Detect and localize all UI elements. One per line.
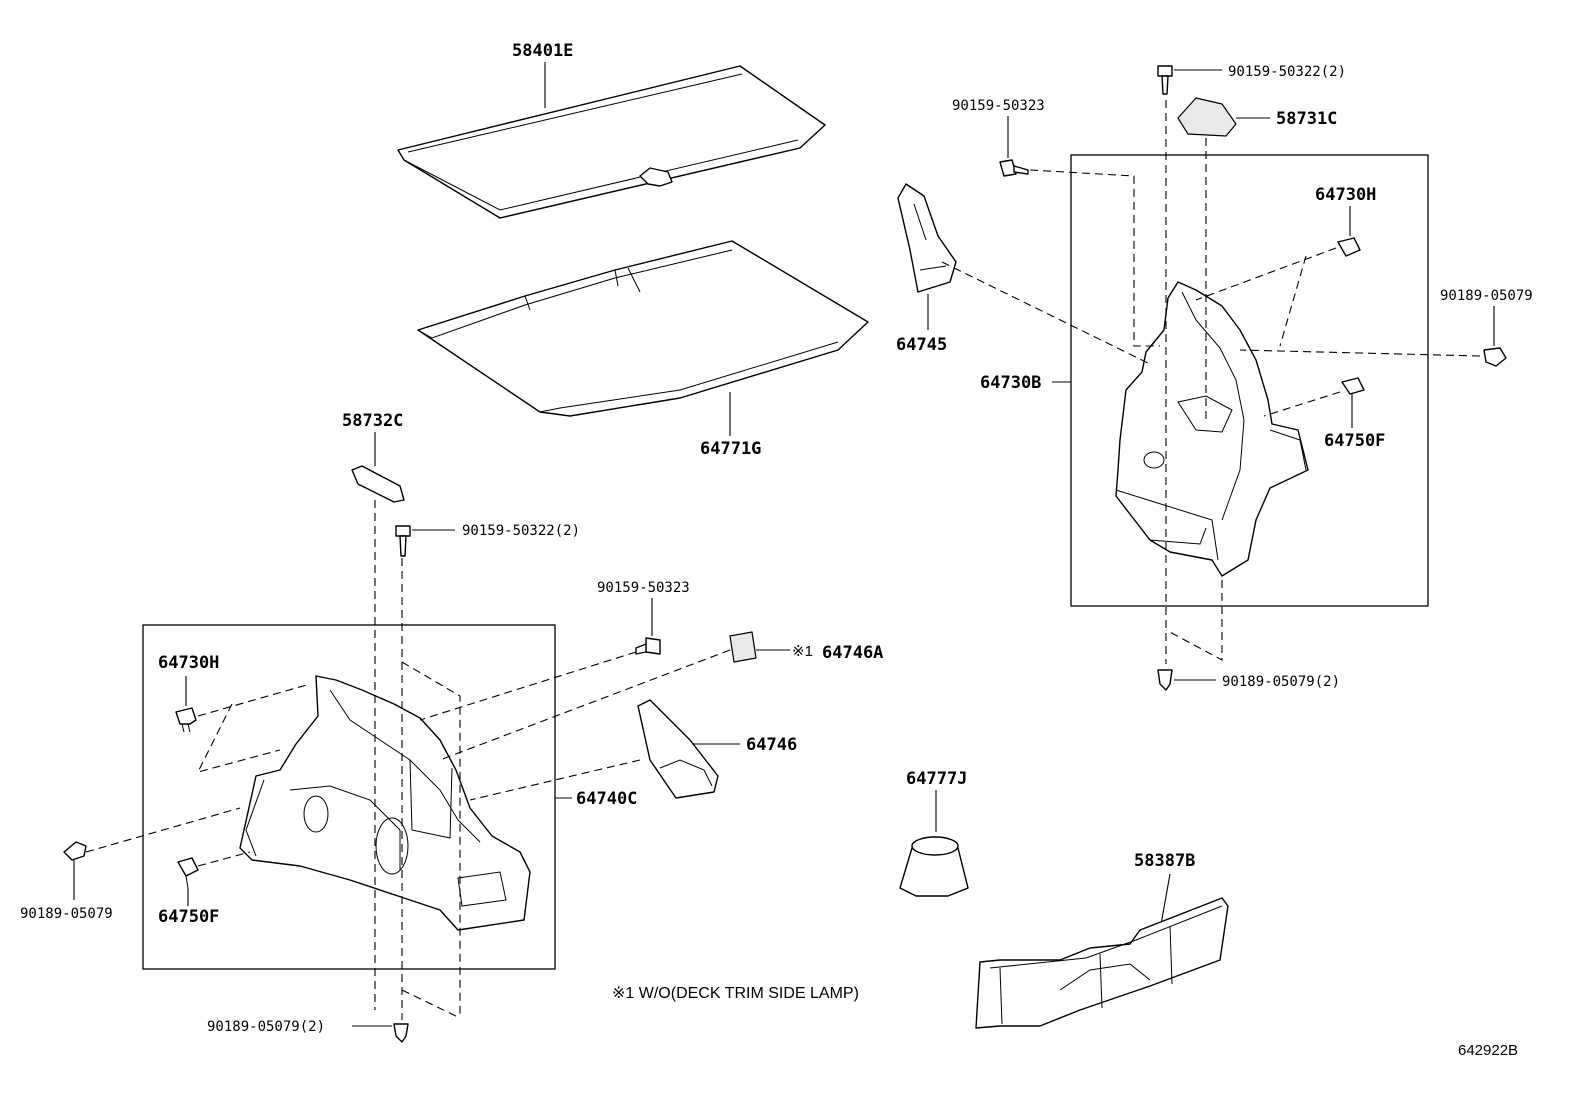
diagram-reference: 642922B <box>1458 1042 1518 1059</box>
pin-90189-05079-right <box>1483 347 1507 367</box>
label-64740C: 64740C <box>576 789 637 809</box>
label-64730B: 64730B <box>980 373 1041 393</box>
label-64746: 64746 <box>746 735 797 755</box>
tonneau-cover-board <box>397 65 826 219</box>
left-trim-box <box>142 624 556 970</box>
label-90189-05079-2-bottom: 90189-05079(2) <box>207 1019 325 1035</box>
label-90189-05079-2-right: 90189-05079(2) <box>1222 674 1340 690</box>
right-dashed-guides <box>941 100 1481 664</box>
cap-cover-64746A <box>729 631 757 663</box>
label-58401E: 58401E <box>512 41 573 61</box>
label-58731C: 58731C <box>1276 109 1337 129</box>
cap-58731C <box>1177 97 1237 137</box>
side-cover-64746 <box>637 699 719 799</box>
label-90159-50322-2-left: 90159-50322(2) <box>462 523 580 539</box>
label-90159-50322-2-right: 90159-50322(2) <box>1228 64 1346 80</box>
label-64750F-left: 64750F <box>158 907 219 927</box>
label-90159-50323-mid: 90159-50323 <box>597 580 690 596</box>
label-64777J: 64777J <box>906 769 967 789</box>
screw-90159-50323-mid <box>635 637 661 655</box>
spacer-block-64777J <box>899 836 969 897</box>
label-64771G: 64771G <box>700 439 761 459</box>
clip-64730H-right <box>1337 237 1361 257</box>
luggage-floor-mat <box>417 240 869 417</box>
label-64746A-mark: ※1 <box>792 643 813 660</box>
left-dashed-guides <box>85 500 731 1020</box>
clip-64750F-right <box>1341 377 1365 395</box>
label-64750F-right: 64750F <box>1324 431 1385 451</box>
trim-clip-58732C <box>351 465 405 503</box>
screw-90159-50322-right <box>1157 65 1173 95</box>
clip-64730H-left <box>175 707 197 733</box>
label-64746A: 64746A <box>822 643 883 663</box>
side-garnish-64745 <box>897 183 957 293</box>
label-90159-50323-right: 90159-50323 <box>952 98 1045 114</box>
scuff-plate-58387B <box>975 897 1229 1029</box>
screw-90159-50322-left <box>395 525 411 557</box>
screw-90159-50323-right <box>999 159 1029 177</box>
pin-90189-05079-right-bottom <box>1157 669 1173 691</box>
label-90189-05079-left: 90189-05079 <box>20 906 113 922</box>
right-trim-box <box>1070 154 1429 607</box>
footnote: ※1 W/O(DECK TRIM SIDE LAMP) <box>612 985 859 1002</box>
leader-58387B <box>1159 873 1171 931</box>
label-58387B: 58387B <box>1134 851 1195 871</box>
label-64730H-left: 64730H <box>158 653 219 673</box>
clip-64750F-left <box>177 857 199 889</box>
label-90189-05079-right: 90189-05079 <box>1440 288 1533 304</box>
quarter-trim-panel-right <box>1115 281 1309 577</box>
label-64730H-right: 64730H <box>1315 185 1376 205</box>
label-58732C: 58732C <box>342 411 403 431</box>
pin-90189-05079-bottom <box>393 1023 409 1043</box>
pin-90189-05079-left <box>63 841 87 861</box>
quarter-trim-panel-left <box>239 675 531 931</box>
label-64745: 64745 <box>896 335 947 355</box>
